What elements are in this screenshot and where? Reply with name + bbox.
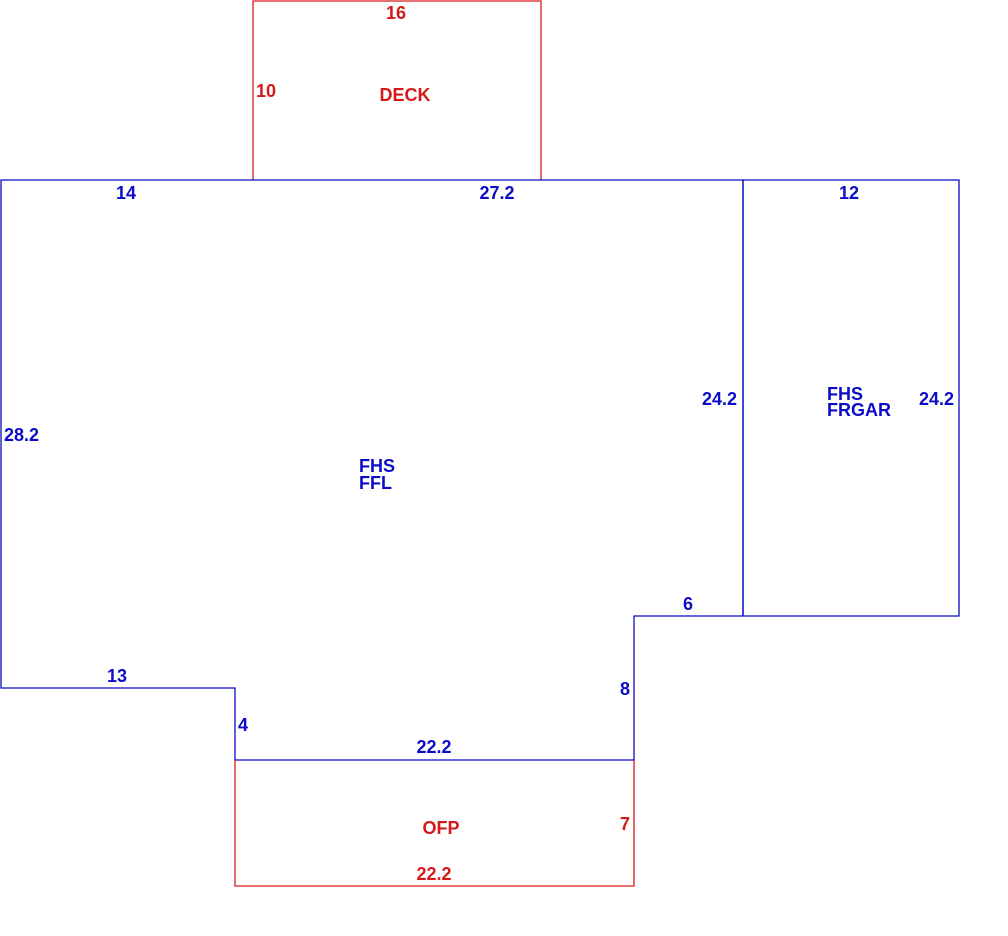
porch-outline [234, 760, 635, 887]
main-dim-notch: 6 [683, 594, 693, 614]
deck-label: DECK [379, 85, 430, 105]
garage-label-line2: FRGAR [827, 400, 891, 420]
main-dim-left: 28.2 [4, 425, 39, 445]
main-dim-top-left: 14 [116, 183, 136, 203]
main-dim-step-left: 4 [238, 715, 248, 735]
garage-label-line1: FHS [827, 384, 863, 404]
main-dim-step-right: 8 [620, 679, 630, 699]
deck-dim-top: 16 [386, 3, 406, 23]
porch-dim-bottom: 22.2 [416, 864, 451, 884]
porch-dim-right: 7 [620, 814, 630, 834]
main-dim-bottom: 22.2 [416, 737, 451, 757]
main-dim-bottom-left: 13 [107, 666, 127, 686]
garage-dim-right: 24.2 [919, 389, 954, 409]
deck-dim-left: 10 [256, 81, 276, 101]
main-dim-top-right: 27.2 [479, 183, 514, 203]
main-dim-right: 24.2 [702, 389, 737, 409]
porch-label: OFP [422, 818, 459, 838]
main-label-line2: FFL [359, 473, 392, 493]
deck-outline [252, 0, 542, 180]
main-label-line1: FHS [359, 456, 395, 476]
garage-dim-top: 12 [839, 183, 859, 203]
garage-outline [742, 179, 960, 617]
